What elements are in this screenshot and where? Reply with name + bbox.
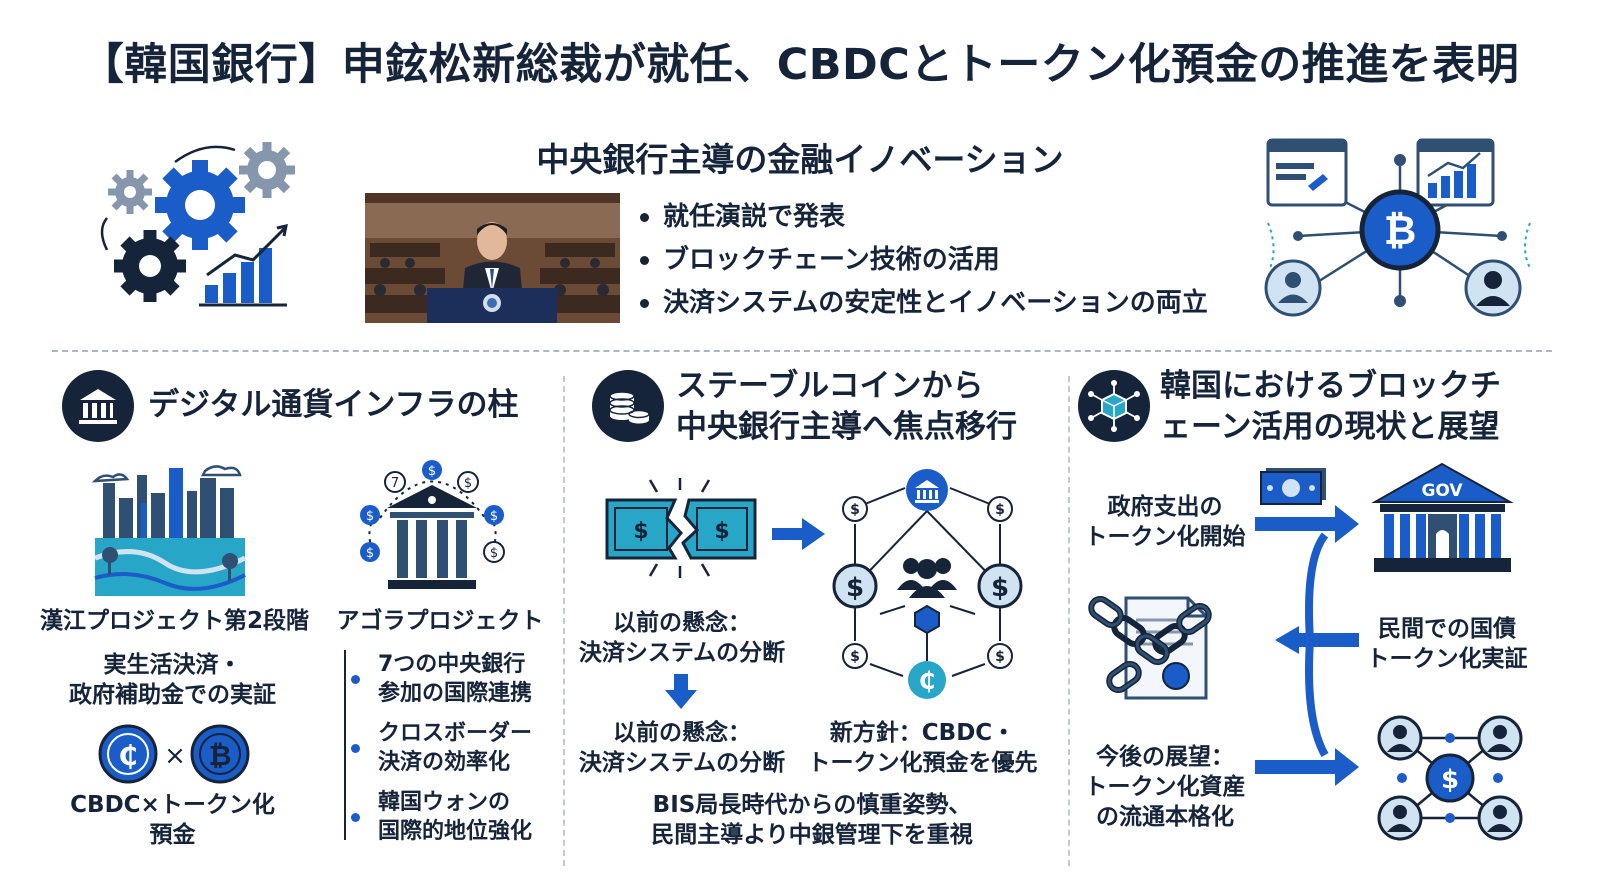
agora-ring-coins: 7 $ $ $ $ $ $ — [360, 460, 505, 563]
section2-footer-line: BIS局長時代からの慎重姿勢、 — [652, 792, 972, 818]
hangang-label: 漢江プロジェクト第2段階 — [40, 608, 310, 634]
agora-timeline-line — [344, 650, 346, 840]
gov-label: GOV — [1421, 481, 1463, 501]
gov-spend-line: トークン化開始 — [1084, 524, 1246, 550]
agora-item-line: 7つの中央銀行 — [378, 652, 526, 677]
network-center-symbol: $ — [1441, 765, 1459, 795]
network-coin-symbol: $ — [846, 573, 864, 603]
section-divider — [52, 350, 1552, 352]
hero-bullet-text: ブロックチェーン技術の活用 — [663, 245, 1000, 275]
concern2-line: 以前の懸念： — [613, 720, 751, 746]
bullet-dot — [640, 299, 649, 308]
ring-coin-label: 7 — [391, 476, 399, 491]
people-network-icon: $ — [1377, 715, 1523, 841]
ring-coin-label: $ — [366, 509, 374, 524]
governor-speech-photo — [365, 193, 620, 323]
hero-bullet-list: 就任演説で発表 ブロックチェーン技術の活用 決済システムの安定性とイノベーション… — [640, 196, 1208, 325]
hangang-desc-line: 政府補助金での実証 — [69, 682, 276, 708]
central-bank-network-icon: $ $ $ $ $ $ ₵ — [832, 469, 1023, 699]
hero-subtitle: 中央銀行主導の金融イノベーション — [536, 140, 1064, 179]
concern1-line: 決済システムの分断 — [578, 640, 786, 666]
gov-spend-line: 政府支出の — [1107, 494, 1223, 520]
policy-line: トークン化預金を優先 — [807, 750, 1038, 776]
section2-title-line: ステーブルコインから — [676, 368, 984, 404]
hero-bullet: ブロックチェーン技術の活用 — [640, 239, 1208, 282]
broken-banknote-icon: $ $ — [605, 478, 757, 578]
cbdc-coin-symbol: ₵ — [118, 739, 137, 772]
section3-title-line: ェーン活用の現状と展望 — [1160, 409, 1500, 445]
ring-coin-label: $ — [366, 546, 374, 561]
agora-item-line: 決済の効率化 — [378, 750, 511, 775]
hangang-desc-line: 実生活決済・ — [103, 652, 242, 678]
combo-label-line: 預金 — [149, 822, 196, 848]
cbdc-token-coins: ₵ × ₿ — [98, 724, 250, 784]
blockchain-hub-icon: ₿ — [1264, 138, 1531, 317]
ring-coin-label: $ — [490, 509, 498, 524]
combo-label-line: CBDC×トークン化 — [70, 792, 275, 818]
hero-bullet-text: 就任演説で発表 — [663, 202, 846, 232]
outlook-line: の流通本格化 — [1096, 804, 1234, 830]
token-coin-symbol: ₿ — [209, 739, 232, 772]
network-coin-symbol: $ — [850, 502, 860, 518]
bill-symbol: $ — [633, 519, 648, 544]
ring-coin-label: $ — [490, 546, 498, 561]
section1-title: デジタル通貨インフラの柱 — [148, 387, 519, 423]
bond-line: トークン化実証 — [1366, 646, 1528, 672]
agora-label: アゴラプロジェクト — [336, 608, 544, 634]
timeline-dot — [351, 675, 360, 684]
section2-footer-line: 民間主導より中銀管理下を重視 — [651, 822, 973, 848]
ring-coin-label: $ — [428, 464, 436, 479]
agora-item-line: 参加の国際連携 — [378, 681, 533, 706]
bond-line: 民間での国債 — [1378, 616, 1516, 642]
network-coin-symbol: $ — [995, 649, 1005, 665]
bullet-dot — [640, 213, 649, 222]
hero-bullet: 決済システムの安定性とイノベーションの両立 — [640, 282, 1208, 325]
outlook-line: 今後の展望： — [1096, 744, 1234, 770]
banknotes-icon — [1260, 468, 1326, 505]
bullet-dot — [640, 256, 649, 265]
hub-coin-symbol: ₿ — [1384, 208, 1417, 254]
times-sign: × — [164, 741, 186, 771]
gears-growth-icon — [100, 142, 295, 307]
network-coin-symbol: $ — [850, 649, 860, 665]
hangang-city-river-icon — [91, 465, 247, 596]
concern2-line: 決済システムの分断 — [578, 750, 786, 776]
timeline-dot — [351, 813, 360, 822]
section2-title-line: 中央銀行主導へ焦点移行 — [676, 409, 1017, 445]
coin-stack-icon — [592, 370, 664, 442]
network-coin-symbol: $ — [995, 502, 1005, 518]
chained-document-icon — [1088, 595, 1212, 700]
outlook-line: トークン化資産 — [1084, 774, 1246, 800]
page-title: 【韓国銀行】申鉉松新総裁が就任、CBDCとトークン化預金の推進を表明 — [80, 40, 1520, 90]
network-coin-symbol: ₵ — [919, 667, 936, 695]
column-divider — [563, 376, 565, 866]
ring-coin-label: $ — [464, 476, 472, 491]
agora-bank-icon: 7 $ $ $ $ $ $ — [360, 460, 505, 589]
arrow-right-icon — [772, 518, 825, 550]
blockchain-cube-icon — [1078, 370, 1150, 442]
policy-line: 新方針：CBDC・ — [829, 720, 1016, 746]
column-divider — [1068, 376, 1070, 866]
hero-bullet-text: 決済システムの安定性とイノベーションの両立 — [663, 288, 1208, 318]
bank-icon — [62, 370, 134, 442]
bill-symbol: $ — [714, 519, 729, 544]
agora-item-line: 国際的地位強化 — [378, 819, 533, 844]
flow-arrows — [1255, 505, 1359, 786]
agora-item-line: クロスボーダー — [378, 721, 533, 746]
concern1-line: 以前の懸念： — [613, 610, 751, 636]
agora-item-line: 韓国ウォンの — [378, 790, 511, 815]
timeline-dot — [351, 744, 360, 753]
government-building-icon: GOV — [1371, 462, 1514, 572]
hero-bullet: 就任演説で発表 — [640, 196, 1208, 239]
section3-title-line: 韓国におけるブロックチ — [1160, 368, 1501, 404]
network-coin-symbol: $ — [991, 573, 1009, 603]
arrow-down-icon — [665, 674, 697, 709]
